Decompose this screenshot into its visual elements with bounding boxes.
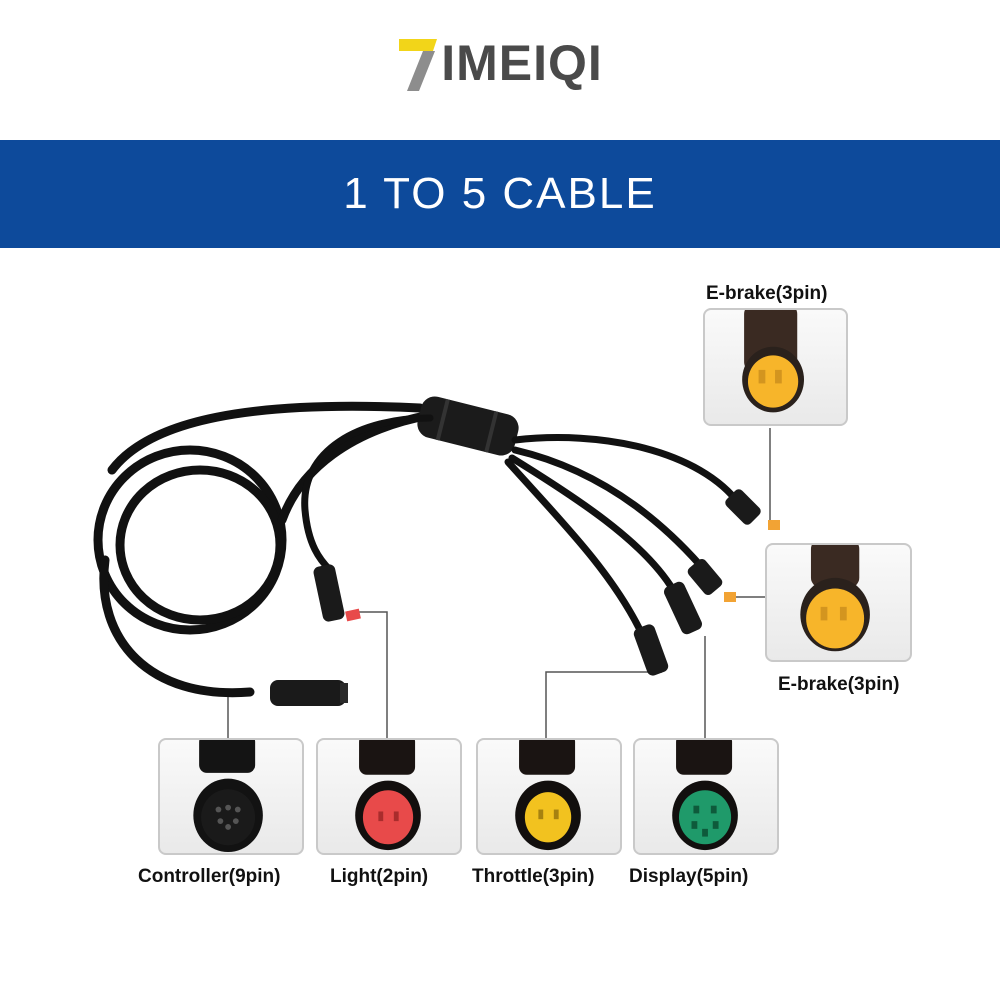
leader-lines bbox=[227, 428, 771, 738]
thumb-display bbox=[633, 738, 779, 855]
thumb-throttle bbox=[476, 738, 622, 855]
branch-cables bbox=[301, 414, 744, 634]
thumb-ebrake-top bbox=[703, 308, 848, 426]
cable-plugs bbox=[270, 489, 780, 706]
coiled-cable bbox=[93, 401, 435, 698]
label-ebrake-top: E-brake(3pin) bbox=[706, 283, 828, 304]
label-controller: Controller(9pin) bbox=[138, 866, 281, 887]
label-light: Light(2pin) bbox=[330, 866, 429, 887]
brand-logo: IMEIQI bbox=[0, 28, 1000, 98]
thumb-ebrake-right bbox=[765, 543, 912, 662]
label-ebrake-right: E-brake(3pin) bbox=[778, 674, 900, 695]
label-throttle: Throttle(3pin) bbox=[472, 866, 595, 887]
logo-text: IMEIQI bbox=[441, 35, 603, 91]
logo-mark-icon bbox=[399, 39, 438, 91]
banner-title: 1 TO 5 CABLE bbox=[343, 169, 657, 218]
title-banner: 1 TO 5 CABLE bbox=[0, 140, 1000, 248]
label-display: Display(5pin) bbox=[629, 866, 749, 887]
thumb-controller bbox=[158, 738, 304, 855]
splitter-hub bbox=[417, 396, 519, 456]
thumb-light bbox=[316, 738, 462, 855]
